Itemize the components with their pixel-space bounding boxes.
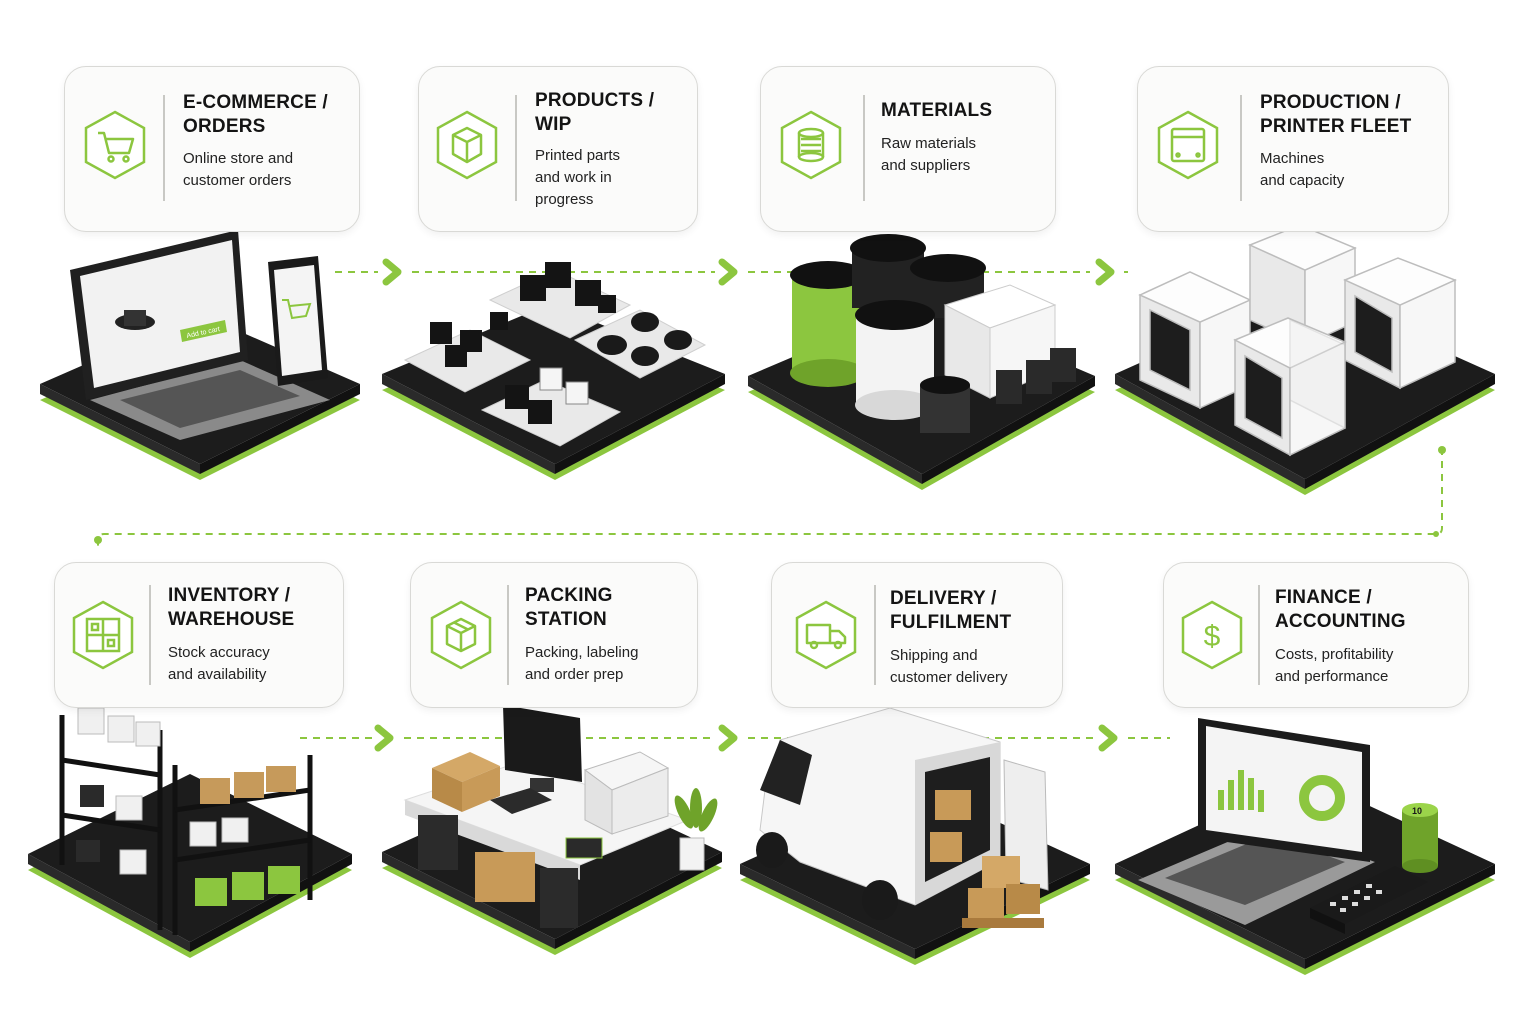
card-products-wip[interactable]: PRODUCTS / WIP Printed parts and work in… [418,66,698,232]
flow-arrow [718,258,738,286]
scene-warehouse-shelves [28,707,352,958]
card-production-printer-fleet[interactable]: PRODUCTION / PRINTER FLEET Machines and … [1137,66,1449,232]
step-title: DELIVERY / FULFILMENT [890,588,1012,633]
card-ecommerce-orders[interactable]: E-COMMERCE / ORDERS Online store and cus… [64,66,360,232]
divider [515,95,517,201]
divider [149,585,151,685]
flow-arrow [374,724,394,752]
spool-icon [780,110,842,180]
scene-filament-spools [748,234,1095,490]
divider [874,585,876,685]
card-delivery-fulfilment[interactable]: DELIVERY / FULFILMENT Shipping and custo… [771,562,1063,708]
coin-label: 10 [1412,806,1422,816]
step-description: Online store and customer orders [183,150,294,189]
truck-icon [795,600,857,670]
cart-icon [84,110,146,180]
flow-arrow [1098,724,1118,752]
step-description: Stock accuracy and availability [168,644,270,683]
step-description: Machines and capacity [1260,150,1345,189]
divider [1258,585,1260,685]
step-title: E-COMMERCE / ORDERS [183,92,328,137]
card-materials[interactable]: MATERIALS Raw materials and suppliers [760,66,1056,232]
step-description: Shipping and customer delivery [890,647,1008,686]
scene-printer-fleet [1115,224,1495,495]
step-description: Raw materials and suppliers [881,135,977,174]
divider [507,585,509,685]
divider [1240,95,1242,201]
flow-arrow [718,724,738,752]
scene-laptop-phone-store: Add to cart [40,230,360,480]
flow-arrow [382,258,402,286]
step-description: Costs, profitability and performance [1275,646,1394,685]
scene-delivery-van [740,707,1090,965]
scene-packing-desk [382,705,722,955]
step-title: PRODUCTS / WIP [535,90,655,135]
step-title: FINANCE / ACCOUNTING [1275,587,1406,632]
divider [163,95,165,201]
step-title: INVENTORY / WAREHOUSE [168,585,295,630]
svg-text:$: $ [1204,620,1221,653]
printer-icon [1157,110,1219,180]
scene-finance-laptop: 10 [1115,718,1495,975]
warehouse-icon [72,600,134,670]
card-packing-station[interactable]: PACKING STATION Packing, labeling and or… [410,562,698,708]
dollar-icon: $ [1181,600,1243,670]
package-icon [430,600,492,670]
flow-arrow [1095,258,1115,286]
divider [863,95,865,201]
step-title: MATERIALS [881,100,993,121]
step-title: PRODUCTION / PRINTER FLEET [1260,92,1412,137]
step-description: Packing, labeling and order prep [525,644,639,683]
card-finance-accounting[interactable]: $ FINANCE / ACCOUNTING Costs, profitabil… [1163,562,1469,708]
step-description: Printed parts and work in progress [535,147,621,208]
scene-printed-parts-trays [382,262,725,480]
box-icon [436,110,498,180]
step-title: PACKING STATION [525,585,613,630]
card-inventory-warehouse[interactable]: INVENTORY / WAREHOUSE Stock accuracy and… [54,562,344,708]
